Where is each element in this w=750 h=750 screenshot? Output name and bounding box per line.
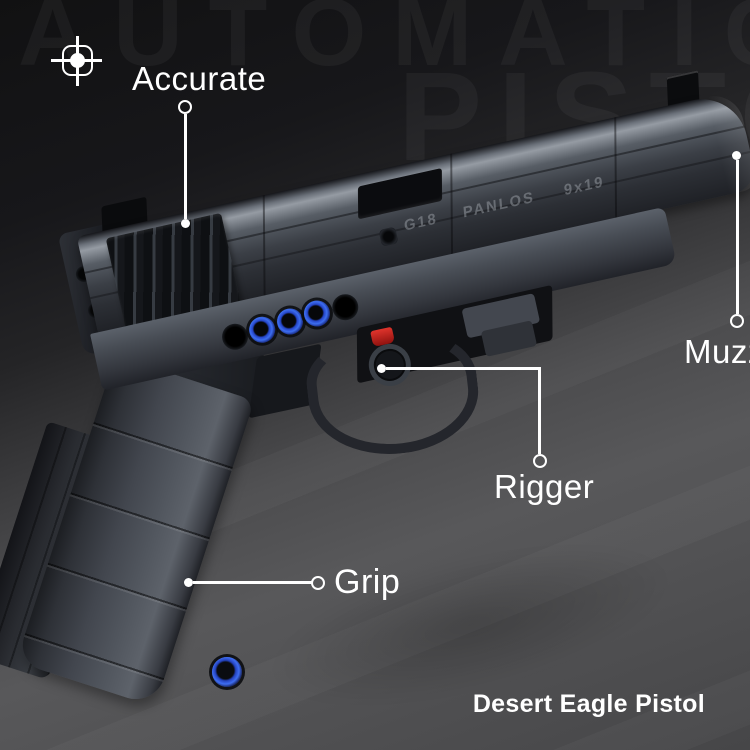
watermark-line-1: AUTOMATIC xyxy=(18,0,750,88)
muzzle-label: Muzzle xyxy=(684,333,750,370)
frame-blue-pin xyxy=(301,298,333,330)
accurate-dot xyxy=(181,219,190,228)
frame-blue-pin xyxy=(274,306,306,338)
trigger-line-v xyxy=(538,367,541,454)
muzzle-ring xyxy=(730,314,744,328)
trigger-dot xyxy=(377,364,386,373)
product-title: Desert Eagle Pistol xyxy=(472,690,705,718)
slide-seam xyxy=(614,117,618,220)
muzzle-dot xyxy=(732,151,741,160)
accurate-ring xyxy=(178,100,192,114)
slide-seam xyxy=(262,195,266,298)
crosshair-center-dot xyxy=(70,53,85,68)
trigger-label: Rigger xyxy=(494,468,595,505)
trigger-line-h xyxy=(386,367,540,370)
frame-blue-pin xyxy=(246,314,278,346)
grip-label: Grip xyxy=(334,563,401,601)
accurate-line xyxy=(184,114,187,219)
frame-pin-hole xyxy=(219,321,251,353)
crosshair-frame xyxy=(62,45,93,76)
grip-dot xyxy=(184,578,193,587)
accurate-label: Accurate xyxy=(132,60,267,97)
magazine-blue-pin xyxy=(212,657,242,687)
muzzle-line xyxy=(736,160,739,314)
grip-ring xyxy=(311,576,325,590)
frame-pin-hole xyxy=(329,291,361,323)
grip-line xyxy=(193,581,312,584)
muzzle-face xyxy=(707,90,750,195)
slide-seam xyxy=(450,153,454,257)
trigger-ring xyxy=(533,454,547,468)
